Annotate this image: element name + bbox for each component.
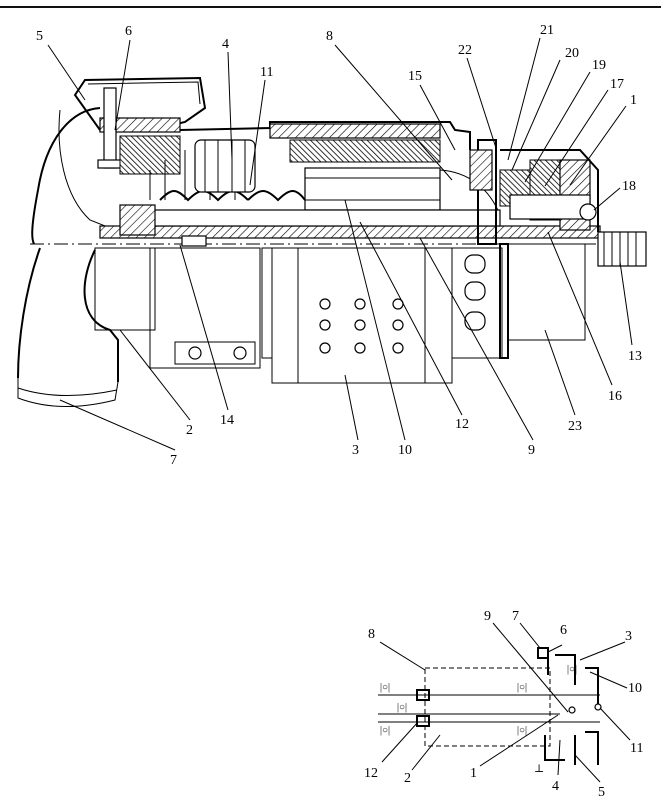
dashed-motor-8 [424, 667, 551, 747]
callout: 10 [628, 681, 642, 696]
callout: 21 [540, 23, 554, 38]
callout: 1 [630, 93, 637, 108]
callout: 2 [404, 771, 411, 786]
callouts-bottom: 9 7 6 8 3 10 11 12 2 1 4 5 [364, 609, 643, 799]
slot-3 [464, 311, 486, 331]
clamp-bolt-1 [188, 346, 202, 360]
bearing-18 [579, 203, 597, 221]
callout: 7 [170, 453, 177, 468]
callout: 23 [568, 419, 582, 434]
flange-right [499, 243, 509, 359]
callout: 22 [458, 43, 472, 58]
callout: 9 [528, 443, 535, 458]
vent-holes [319, 298, 404, 354]
housing-inner-curve [58, 109, 121, 233]
svg-text:|○|: |○| [397, 702, 407, 713]
svg-text:|○|: |○| [380, 682, 390, 693]
coupling-top [416, 689, 430, 701]
intake-mouth [17, 378, 119, 408]
clamp-bolt-2 [233, 346, 247, 360]
stator-housing-top [269, 123, 441, 139]
blade-lines [149, 148, 236, 200]
kinematic-schematic: |○| |○| |○| |○| |○| |○| ⊥ [378, 644, 602, 775]
gearbox-wall [477, 139, 497, 245]
callout: 6 [560, 623, 567, 638]
blade-pack [194, 139, 256, 193]
callout: 4 [552, 779, 559, 794]
callout: 11 [630, 741, 643, 756]
end-shield-9 [451, 247, 503, 359]
slot-1 [464, 254, 486, 274]
ground-mark: ⊥ [534, 763, 544, 775]
fan-cover-inner [87, 81, 201, 105]
callout: 12 [455, 417, 469, 432]
callout: 11 [260, 65, 273, 80]
housing-outer-curve [31, 107, 101, 245]
key-14 [181, 235, 207, 247]
callout: 1 [470, 766, 477, 781]
svg-text:|○|: |○| [380, 725, 390, 736]
body-block-14 [149, 247, 261, 369]
bearing-marks: |○| |○| |○| |○| |○| |○| [380, 664, 577, 736]
svg-text:|○|: |○| [517, 682, 527, 693]
bearing-left [119, 204, 156, 236]
bolt-6 [103, 87, 117, 169]
callout: 14 [220, 413, 234, 428]
leader-lines-top [47, 37, 633, 451]
callout: 2 [186, 423, 193, 438]
svg-text:|○|: |○| [567, 664, 577, 675]
rotor-10 [304, 167, 441, 211]
svg-text:|○|: |○| [517, 725, 527, 736]
callout: 17 [610, 77, 624, 92]
callout: 10 [398, 443, 412, 458]
section-drawing [17, 76, 647, 408]
callout: 13 [628, 349, 642, 364]
callout: 5 [598, 785, 605, 799]
callout: 4 [222, 37, 229, 52]
callouts-top: 5 6 4 11 8 15 22 21 20 19 17 1 18 13 16 … [36, 23, 642, 468]
callout: 19 [592, 58, 606, 73]
gear-frame-bottom [544, 731, 599, 765]
callout: 3 [352, 443, 359, 458]
callout: 20 [565, 46, 579, 61]
callout: 12 [364, 766, 378, 781]
callout: 8 [368, 627, 375, 642]
intake-outer [17, 247, 41, 379]
callout: 8 [326, 29, 333, 44]
node [568, 706, 576, 714]
callout: 15 [408, 69, 422, 84]
gearbox-body-23 [508, 243, 586, 341]
flange-left [261, 247, 273, 359]
slot-2 [464, 281, 486, 301]
coupling-12 [416, 715, 430, 727]
shaft-12 [99, 225, 601, 239]
fan-hub-block [119, 135, 181, 175]
node-11 [594, 703, 602, 711]
callout: 3 [625, 629, 632, 644]
bolt-6-nut [97, 159, 123, 169]
fan-cover-flange [99, 117, 181, 133]
leader-lines-bottom [379, 622, 631, 783]
shaft-sleeve [149, 209, 501, 227]
gearbox-outer [500, 149, 599, 232]
callout: 16 [608, 389, 622, 404]
callout: 9 [484, 609, 491, 624]
callout: 5 [36, 29, 43, 44]
callout: 18 [622, 179, 636, 194]
intake-ring [17, 387, 118, 397]
stator-winding-top [289, 139, 441, 163]
callout: 6 [125, 24, 132, 39]
brake-link-6 [547, 644, 563, 653]
intake-inner [83, 249, 119, 382]
gearbox-flange-22 [469, 149, 493, 191]
callout: 7 [512, 609, 519, 624]
body-block-2 [94, 247, 156, 331]
gear-train-17 [509, 194, 591, 220]
output-shaft-13 [597, 231, 647, 267]
turbine-wave-11 [247, 190, 306, 202]
brake-7 [537, 647, 549, 659]
top-rule [0, 6, 661, 8]
